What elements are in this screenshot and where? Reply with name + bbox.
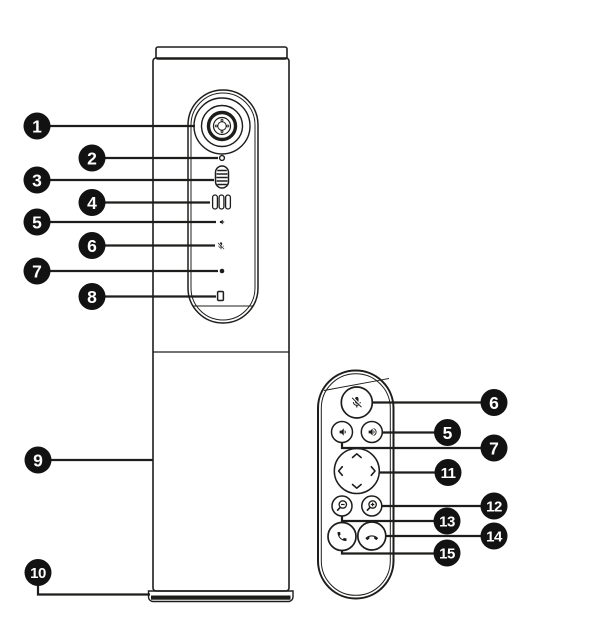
camera-device: [147, 46, 294, 603]
hang-up-icon: [365, 535, 379, 541]
mic-mute-icon: [217, 242, 225, 250]
callout-badges: 1 2 3 4 5 6 7 8: [23, 112, 508, 586]
callout-badge-8: 8: [78, 283, 106, 310]
callout-number: 1: [32, 116, 42, 136]
callout-badge-3: 3: [23, 166, 51, 194]
status-led-icon: [218, 154, 226, 162]
callout-badge-r7: 7: [480, 434, 508, 462]
speaker-icon: [219, 219, 225, 225]
mic-mute-icon: [351, 396, 362, 408]
zoom-in-button: [361, 495, 383, 517]
call-button: [327, 521, 357, 552]
hang-up-button: [356, 521, 387, 551]
device-base: [147, 590, 294, 603]
callout-number: 15: [439, 545, 455, 562]
callout-number: 6: [489, 393, 499, 413]
callout-number: 6: [87, 236, 97, 256]
volume-down-icon: [339, 428, 346, 436]
callout-badge-7: 7: [23, 257, 51, 285]
callout-badge-5: 5: [23, 208, 51, 236]
callout-number: 7: [32, 261, 42, 281]
callout-badge-r14: 14: [480, 522, 508, 550]
callout-lines: [36, 124, 482, 596]
callout-badge-r12: 12: [480, 492, 508, 520]
callout-badge-r5: 5: [434, 419, 461, 446]
zoom-in-icon: [366, 500, 377, 512]
chevron-up-icon: [351, 453, 362, 459]
callout-line-r13: [340, 516, 436, 523]
remote-body: [317, 369, 395, 600]
callout-number: 5: [32, 212, 42, 232]
dpad: [333, 447, 381, 495]
chevron-down-icon: [351, 483, 362, 489]
callout-badge-r13: 13: [433, 507, 461, 535]
callout-badge-1: 1: [23, 112, 51, 140]
callout-badge-9: 9: [24, 446, 52, 474]
callout-number: 2: [87, 148, 97, 168]
zoom-wheel-icon: [214, 165, 230, 189]
callout-number: 14: [486, 528, 503, 545]
zoom-out-button: [331, 495, 353, 517]
callout-badge-6: 6: [78, 232, 106, 259]
callout-number: 13: [439, 513, 455, 530]
callout-badge-4: 4: [78, 189, 106, 216]
callout-number: 11: [441, 465, 456, 482]
zoom-out-icon: [336, 500, 348, 512]
face-panel: [187, 89, 259, 324]
volume-up-button: [360, 420, 384, 444]
callout-number: 8: [87, 287, 97, 307]
mic-grille-icon: [211, 194, 232, 210]
device-top-cap: [155, 46, 288, 60]
callout-badge-r15: 15: [433, 539, 461, 567]
volume-up-icon: [368, 428, 377, 436]
callout-number: 3: [32, 170, 42, 190]
callout-badge-10: 10: [24, 559, 52, 586]
callout-number: 4: [87, 193, 97, 213]
callout-line-10: [36, 584, 150, 596]
camera-lens-icon: [193, 97, 251, 155]
call-icon: [337, 532, 347, 541]
callout-number: 5: [443, 423, 453, 443]
callout-number: 10: [30, 565, 46, 582]
chevron-left-icon: [337, 465, 344, 477]
callout-number: 12: [486, 498, 502, 515]
callout-badge-r6: 6: [480, 389, 508, 416]
callout-number: 7: [489, 438, 499, 458]
port-rectangle-icon: [216, 290, 225, 302]
remote-control: [317, 369, 395, 600]
callout-line-r7: [340, 442, 482, 450]
volume-down-button: [330, 420, 354, 444]
chevron-right-icon: [370, 465, 376, 477]
indicator-dot-icon: [219, 268, 225, 274]
remote-mic-mute-button: [340, 386, 374, 419]
callout-badge-r11: 11: [434, 459, 462, 486]
callout-badge-2: 2: [78, 144, 106, 172]
callout-number: 9: [33, 450, 43, 470]
callout-line-r15: [340, 550, 436, 555]
